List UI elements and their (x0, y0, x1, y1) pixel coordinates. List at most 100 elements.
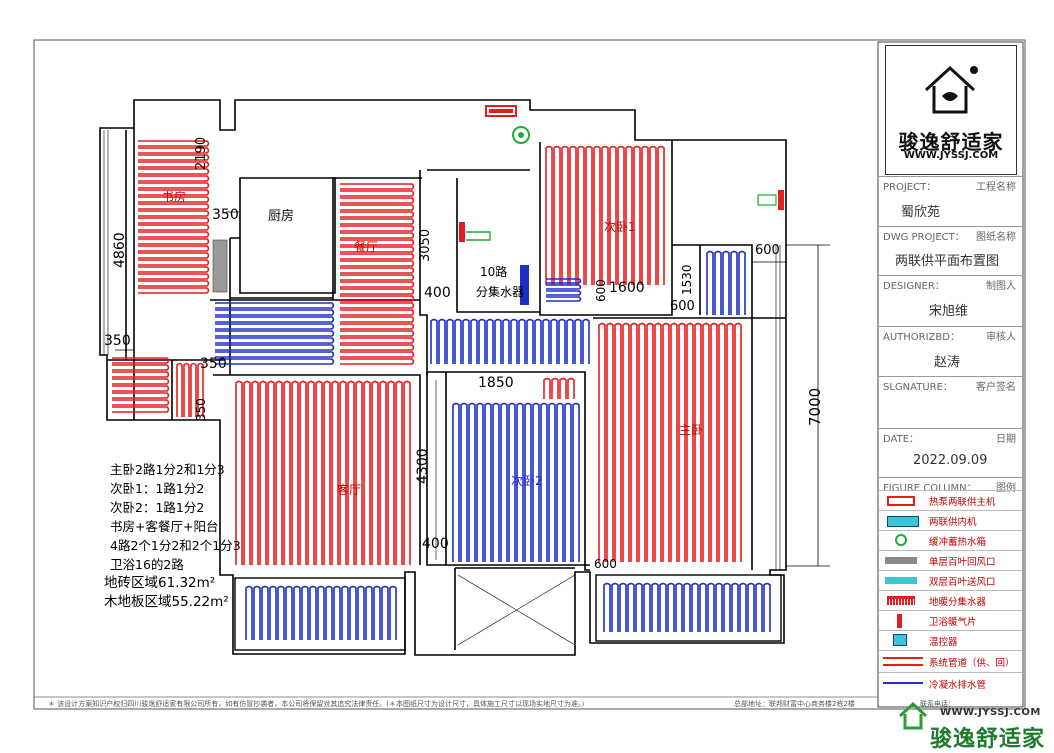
copyright-note: ＊ 该设计方案知识产权归四川骏逸舒适家有限公司所有，如有仿冒抄袭者，本公司将保留… (48, 700, 589, 708)
legend-cn: 图例 (996, 483, 1016, 494)
dim-2190: 2190 (194, 136, 209, 170)
note-line: 4路2个1分2和2个1分3 (110, 538, 241, 553)
legend-item-label: 缓冲蓄热水箱 (929, 537, 987, 548)
dim-600-a: 600 (594, 279, 608, 302)
tb-row: FIGURE COLUMN： 图例 (879, 477, 1022, 494)
pipe-coils (112, 140, 782, 651)
drain-pipe-icon (883, 682, 923, 684)
return-vent-icon (885, 557, 917, 564)
legend-item: 两联供内机 (879, 510, 1022, 531)
author-label: AUTHORIZBD： (883, 332, 960, 343)
note-line: 卫浴16的2路 (110, 557, 184, 572)
system-pipe-icon (883, 657, 923, 666)
towel-rack-unit-left (459, 222, 491, 242)
window-lines (103, 130, 781, 646)
note-line: 次卧1：1路1分2 (110, 481, 205, 496)
legend-item-label: 系统管道（供、回） (929, 658, 1015, 669)
dim-4860: 4860 (112, 232, 128, 268)
manifold-label-line2: 分集水器 (476, 285, 525, 299)
legend-item: 卫浴暖气片 (879, 610, 1022, 631)
dim-400-a: 400 (424, 285, 451, 301)
legend-item: 温控器 (879, 630, 1022, 651)
coil-balcony-left (112, 357, 170, 413)
dim-1850: 1850 (478, 375, 514, 391)
coil-bath-mini (543, 377, 575, 399)
coil-master (598, 322, 742, 562)
legend-item: 地暖分集水器 (879, 590, 1022, 611)
sign-label: SLGNATURE： (883, 382, 953, 393)
towel-rack-unit-right (757, 190, 784, 210)
legend-item: 热泵两联供主机 (879, 490, 1022, 511)
coil-balcony-bottom-left (245, 585, 397, 640)
watermark-logo-icon (898, 700, 928, 730)
note-line: 地砖区域61.32m² (104, 575, 216, 591)
coil-dining (340, 183, 415, 365)
author-cn: 审核人 (986, 332, 1016, 343)
design-notes: 主卧2路1分2和1分3 次卧1：1路1分2 次卧2：1路1分2 书房+客餐厅+阳… (104, 460, 241, 612)
tb-row: SLGNATURE： 客户签名 (879, 376, 1022, 393)
watermark-url: WWW.JYSSJ.COM (940, 707, 1041, 718)
coil-bedroom2 (452, 402, 580, 562)
legend-item-label: 两联供内机 (929, 517, 977, 528)
dim-350-b: 350 (104, 333, 131, 349)
note-line: 次卧2：1路1分2 (110, 500, 205, 515)
heat-pump-unit (485, 105, 517, 117)
legend-item: 缓冲蓄热水箱 (879, 530, 1022, 551)
manifold-icon (887, 596, 915, 605)
dwg-cn: 图纸名称 (976, 232, 1016, 243)
phone-note: 联系电话： (920, 700, 955, 708)
address-note: 总部地址：联邦财富中心商务楼2栋2楼 (734, 700, 855, 708)
legend-item-label: 温控器 (929, 637, 958, 648)
coil-balcony-bottom-right (603, 582, 771, 632)
coil-utility (706, 250, 746, 315)
date-value: 2022.09.09 (913, 453, 988, 468)
buffer-tank-icon (895, 534, 907, 546)
title-block: 骏逸舒适家 WWW.JYSSJ.COM PROJECT： 工程名称 蜀欣苑 DW… (879, 43, 1022, 706)
designer-cn: 制图人 (986, 281, 1016, 292)
date-cn: 日期 (996, 434, 1016, 445)
dwg-label: DWG PROJECT： (883, 232, 965, 243)
tb-row: DESIGNER： 制图人 (879, 275, 1022, 292)
room-label-living: 客厅 (337, 483, 362, 497)
legend-item-label: 双层百叶送风口 (929, 577, 996, 588)
dim-350-d: 350 (194, 398, 208, 421)
logo-url: WWW.JYSSJ.COM (903, 150, 999, 161)
project-cn: 工程名称 (976, 182, 1016, 193)
dim-400-b: 400 (422, 536, 449, 552)
room-label-bedroom1: 次卧1 (604, 220, 636, 234)
title-block-frame (877, 41, 1024, 708)
legend-item-label: 卫浴暖气片 (929, 617, 977, 628)
designer-value: 宋旭维 (929, 304, 969, 319)
legend-label: FIGURE COLUMN： (883, 483, 977, 494)
logo-brand: 骏逸舒适家 (898, 130, 1004, 154)
tb-row: DATE： 日期 (879, 428, 1022, 445)
room-label-study: 书房 (162, 190, 187, 204)
legend-item-label: 单层百叶回风口 (929, 557, 996, 568)
author-value: 赵涛 (934, 355, 961, 370)
outer-frame (33, 39, 1026, 710)
note-line: 木地板区域55.22m² (104, 594, 229, 610)
project-label: PROJECT： (883, 182, 937, 193)
tb-row: DWG PROJECT： 图纸名称 (879, 226, 1022, 243)
tb-row: PROJECT： 工程名称 (879, 176, 1022, 193)
legend-item-label: 地暖分集水器 (929, 597, 987, 608)
dim-7000: 7000 (806, 387, 824, 426)
tb-row: AUTHORIZBD： 审核人 (879, 326, 1022, 343)
sign-cn: 客户签名 (976, 382, 1016, 393)
dim-350-a: 350 (212, 207, 239, 223)
room-label-kitchen: 厨房 (268, 209, 295, 224)
coil-study (138, 140, 210, 294)
dwg-value: 两联供平面布置图 (895, 254, 1000, 269)
room-label-dining: 餐厅 (354, 240, 379, 254)
coil-bath-small (176, 362, 204, 417)
date-label: DATE： (883, 434, 920, 445)
legend-item: 单层百叶回风口 (879, 550, 1022, 571)
note-line: 书房+客餐厅+阳台 (110, 519, 219, 534)
manifold-label-line1: 10路 (480, 265, 508, 279)
legend-item: 冷凝水排水管 (879, 672, 1022, 695)
heat-pump-icon (887, 496, 915, 506)
manifold-unit (520, 265, 529, 305)
balcony-frame-right (595, 574, 782, 642)
project-value: 蜀欣苑 (901, 205, 941, 220)
